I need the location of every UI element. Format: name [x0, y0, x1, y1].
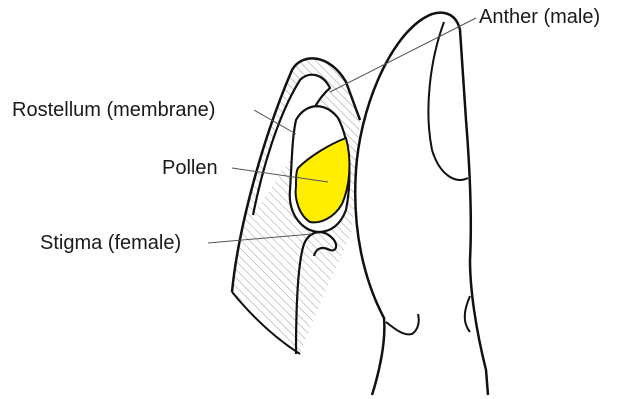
- rostellum-label: Rostellum (membrane): [12, 99, 215, 121]
- anther-label: Anther (male): [479, 6, 600, 28]
- stigma-label: Stigma (female): [40, 232, 181, 254]
- anther-body: [355, 13, 488, 395]
- pollen-label: Pollen: [162, 157, 218, 179]
